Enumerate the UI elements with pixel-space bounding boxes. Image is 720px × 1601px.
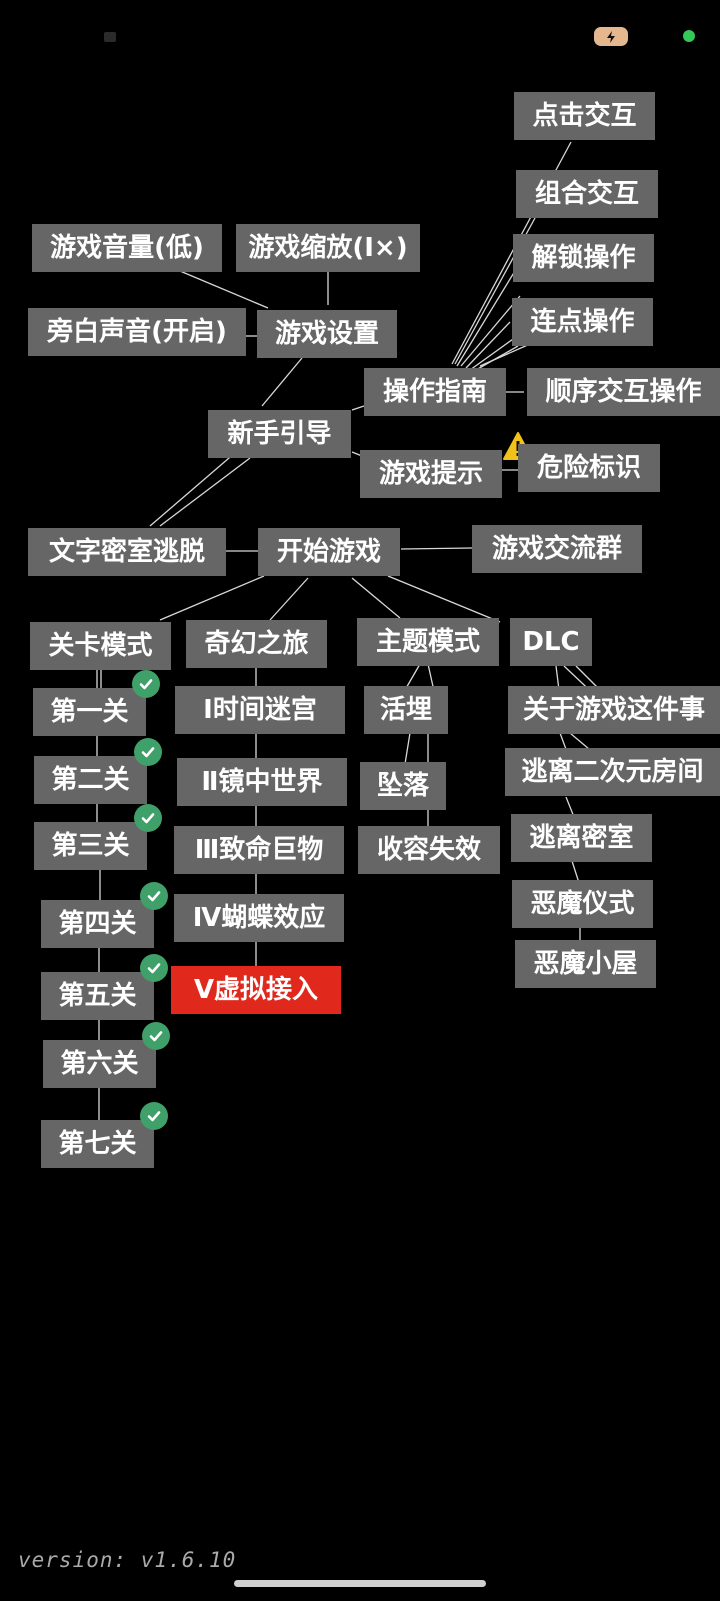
- completed-check-icon: [140, 954, 168, 982]
- level-2[interactable]: 第二关: [34, 756, 147, 804]
- completed-check-icon: [140, 882, 168, 910]
- node-combo-interact[interactable]: 组合交互: [516, 170, 658, 218]
- node-danger-mark[interactable]: 危险标识: [518, 444, 660, 492]
- fantasy-mirror-world[interactable]: Ⅱ镜中世界: [177, 758, 347, 806]
- notification-icon: [104, 32, 116, 42]
- node-sequence-operation[interactable]: 顺序交互操作: [527, 368, 720, 416]
- level-4[interactable]: 第四关: [41, 900, 154, 948]
- node-game-volume[interactable]: 游戏音量(低): [32, 224, 222, 272]
- node-game-settings[interactable]: 游戏设置: [257, 310, 397, 358]
- node-operation-guide[interactable]: 操作指南: [364, 368, 506, 416]
- completed-check-icon: [142, 1022, 170, 1050]
- level-6[interactable]: 第六关: [43, 1040, 156, 1088]
- node-game-zoom[interactable]: 游戏缩放(Ⅰ×): [236, 224, 420, 272]
- completed-check-icon: [134, 738, 162, 766]
- level-1[interactable]: 第一关: [33, 688, 146, 736]
- node-click-interact[interactable]: 点击交互: [514, 92, 655, 140]
- node-dlc[interactable]: DLC: [510, 618, 592, 666]
- level-7[interactable]: 第七关: [41, 1120, 154, 1168]
- node-text-escape[interactable]: 文字密室逃脱: [28, 528, 226, 576]
- fantasy-butterfly-effect[interactable]: Ⅳ蝴蝶效应: [174, 894, 344, 942]
- completed-check-icon: [140, 1102, 168, 1130]
- dlc-escape-anime-room[interactable]: 逃离二次元房间: [505, 748, 720, 796]
- node-fantasy-trip[interactable]: 奇幻之旅: [186, 620, 327, 668]
- theme-containment-breach[interactable]: 收容失效: [358, 826, 500, 874]
- node-community-group[interactable]: 游戏交流群: [472, 525, 642, 573]
- dlc-demon-cabin[interactable]: 恶魔小屋: [515, 940, 656, 988]
- node-theme-mode[interactable]: 主题模式: [357, 618, 499, 666]
- node-start-game[interactable]: 开始游戏: [258, 528, 400, 576]
- dlc-escape-room[interactable]: 逃离密室: [511, 814, 652, 862]
- node-narration-voice[interactable]: 旁白声音(开启): [28, 308, 246, 356]
- privacy-indicator-dot: [683, 30, 695, 42]
- fantasy-virtual-access[interactable]: Ⅴ虚拟接入: [171, 966, 341, 1014]
- node-level-mode[interactable]: 关卡模式: [30, 622, 171, 670]
- version-label: version: v1.6.10: [18, 1548, 237, 1572]
- home-indicator[interactable]: [234, 1580, 486, 1587]
- theme-falling[interactable]: 坠落: [360, 762, 446, 810]
- completed-check-icon: [132, 670, 160, 698]
- node-newbie-guide[interactable]: 新手引导: [208, 410, 351, 458]
- node-unlock-operation[interactable]: 解锁操作: [513, 234, 654, 282]
- dlc-demon-ritual[interactable]: 恶魔仪式: [512, 880, 653, 928]
- fantasy-deadly-giant[interactable]: Ⅲ致命巨物: [174, 826, 344, 874]
- theme-buried-alive[interactable]: 活埋: [364, 686, 448, 734]
- level-3[interactable]: 第三关: [34, 822, 147, 870]
- completed-check-icon: [134, 804, 162, 832]
- dlc-about-game[interactable]: 关于游戏这件事: [508, 686, 720, 734]
- level-5[interactable]: 第五关: [41, 972, 154, 1020]
- node-game-hint[interactable]: 游戏提示: [360, 450, 502, 498]
- fantasy-time-maze[interactable]: Ⅰ时间迷宫: [175, 686, 345, 734]
- node-multi-click[interactable]: 连点操作: [512, 298, 653, 346]
- battery-charging-icon: [594, 27, 628, 46]
